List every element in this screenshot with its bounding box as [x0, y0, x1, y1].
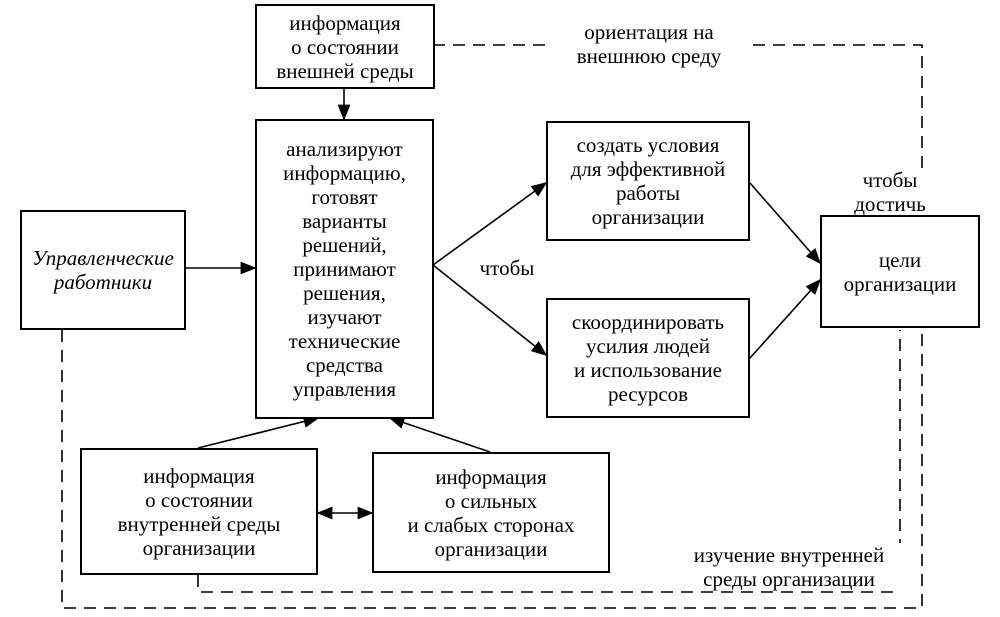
external-orientation-label: ориентация на внешнюю среду [552, 20, 746, 68]
internal-study-label: изучение внутренней среды организации [672, 543, 906, 591]
arrow-internal-to-analysis [197, 415, 320, 449]
managers-text: Управленческие работники [32, 246, 174, 294]
organization-goals-box: цели организации [820, 215, 980, 328]
organization-goals-text: цели организации [843, 247, 957, 296]
in-order-to-label: чтобы [479, 256, 535, 280]
create-conditions-text: создать условия для эффективной работы о… [570, 133, 726, 229]
internal-environment-info-box: информация о состоянии внутренней среды … [80, 448, 318, 575]
in-order-to-achieve-label: чтобы достичь [838, 168, 942, 216]
create-conditions-box: создать условия для эффективной работы о… [546, 121, 750, 241]
coordinate-efforts-box: скоординировать усилия людей и использов… [546, 298, 750, 418]
analysis-activities-box: анализируют информацию, готовят варианты… [255, 119, 434, 419]
internal-environment-info-text: информация о состоянии внутренней среды … [117, 463, 281, 560]
strengths-weaknesses-info-text: информация о сильных и слабых сторонах о… [407, 464, 575, 561]
arrow-coordinate-to-goals [749, 278, 822, 359]
external-environment-info-box: информация о состоянии внешней среды [255, 4, 435, 89]
external-environment-info-text: информация о состоянии внешней среды [276, 10, 414, 83]
outer-dashed-frame [61, 330, 923, 609]
strengths-weaknesses-info-box: информация о сильных и слабых сторонах о… [372, 452, 610, 573]
analysis-activities-text: анализируют информацию, готовят варианты… [283, 137, 406, 401]
arrow-analysis-to-coordinate [432, 264, 548, 356]
arrow-conditions-to-goals [749, 182, 822, 265]
internal-study-boundary [197, 330, 901, 593]
coordinate-efforts-text: скоординировать усилия людей и использов… [571, 310, 725, 406]
arrow-analysis-to-conditions [432, 182, 548, 266]
arrow-strengths-to-analysis [388, 416, 491, 453]
managers-box: Управленческие работники [20, 210, 186, 330]
